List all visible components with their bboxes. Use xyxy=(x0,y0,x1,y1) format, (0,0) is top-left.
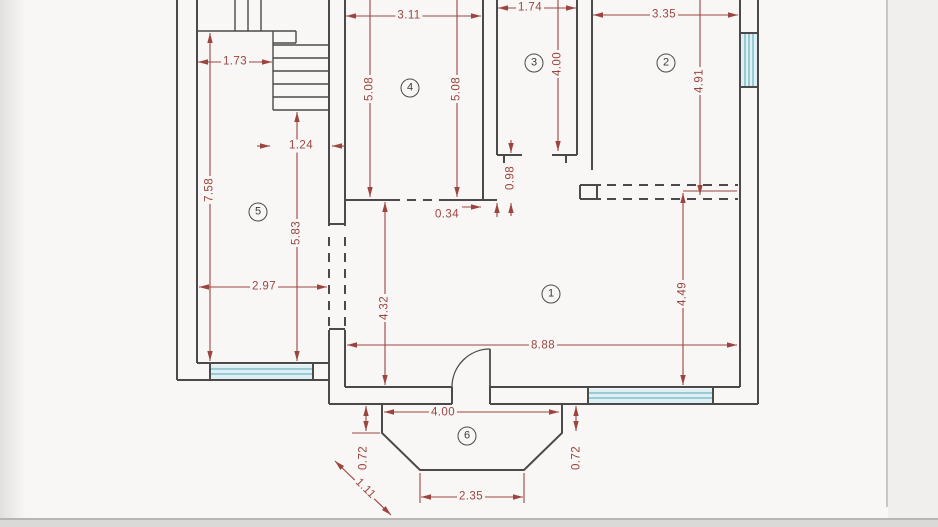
dim-room4-height-right: 5.08 xyxy=(450,75,464,103)
dim-room2-width: 3.35 xyxy=(650,8,678,22)
dim-room3-width: 1.74 xyxy=(516,1,544,15)
dim-room3-height: 4.00 xyxy=(551,50,565,78)
dim-bay-depth-right: 0.72 xyxy=(570,444,584,472)
room-number-1: 1 xyxy=(541,284,561,304)
page-edge-bottom xyxy=(0,520,938,527)
page-edge-bottom-line xyxy=(0,518,938,520)
dim-stair-landing-width: 1.73 xyxy=(221,55,249,69)
page-edge-right-line xyxy=(886,0,888,507)
interior-walls xyxy=(328,0,601,387)
dashed-hidden-walls xyxy=(328,184,738,327)
dim-room4-width: 3.11 xyxy=(395,9,423,23)
dim-west-side-height: 7.58 xyxy=(203,176,217,204)
entrance-door xyxy=(451,348,491,388)
dim-wall-recess: 0.98 xyxy=(504,164,518,192)
dim-room1-height-right: 4.49 xyxy=(676,280,690,308)
dim-bay-front-width: 2.35 xyxy=(457,490,485,504)
page-edge-left xyxy=(0,0,26,527)
dim-room1-height-left: 4.32 xyxy=(378,294,392,322)
dim-room4-height-left: 5.08 xyxy=(363,75,377,103)
window-south-room1 xyxy=(588,389,713,403)
window-south-room5 xyxy=(210,365,313,379)
dim-wall-thickness: 0.34 xyxy=(433,208,461,222)
windows xyxy=(209,32,758,404)
door-swing-arc xyxy=(451,348,491,388)
dim-room5-height: 5.83 xyxy=(290,219,304,247)
page-edge-right xyxy=(888,0,938,527)
dim-bay-depth-left: 0.72 xyxy=(357,444,371,472)
dim-stair-flight-width: 1.24 xyxy=(287,139,315,153)
bay-outline xyxy=(381,404,563,471)
room-number-6: 6 xyxy=(457,426,477,446)
room-number-3: 3 xyxy=(524,53,544,73)
staircase xyxy=(197,0,329,111)
room-number-4: 4 xyxy=(400,78,420,98)
dim-room2-height: 4.91 xyxy=(693,67,707,95)
dim-room5-width: 2.97 xyxy=(250,280,278,294)
room-number-5: 5 xyxy=(248,202,268,222)
exterior-walls xyxy=(176,0,759,405)
room-number-2: 2 xyxy=(656,53,676,73)
dim-room1-width: 8.88 xyxy=(529,339,557,353)
dim-bay-width: 4.00 xyxy=(429,406,457,420)
